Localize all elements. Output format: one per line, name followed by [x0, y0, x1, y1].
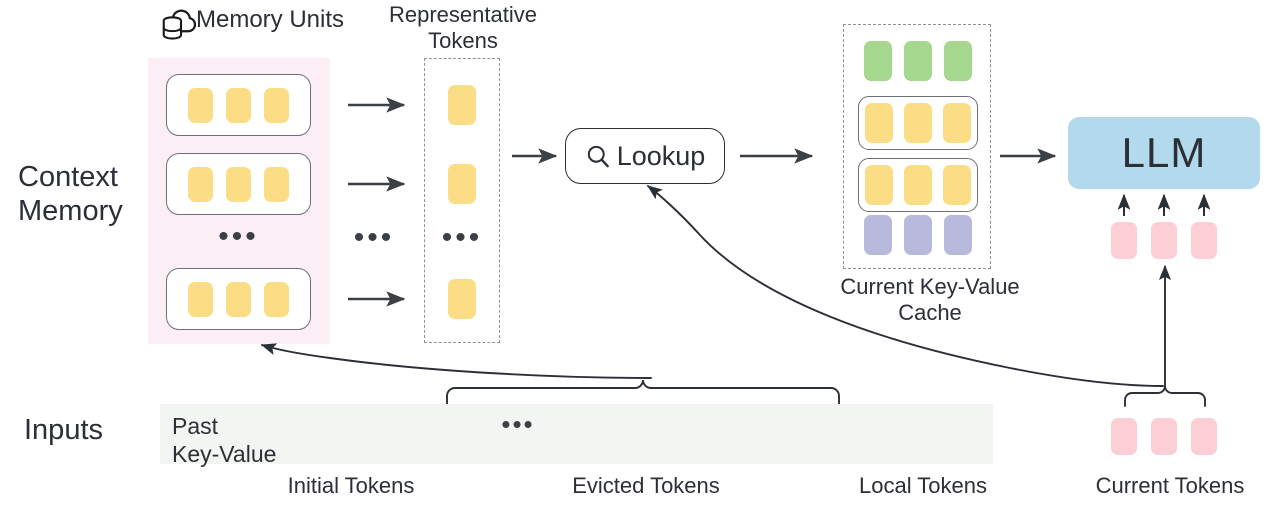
current-token — [1191, 418, 1217, 455]
current-token — [1111, 418, 1137, 455]
current-kv-cache-caption: Current Key-Value Cache — [840, 274, 1020, 325]
caption-local-tokens: Local Tokens — [858, 473, 987, 498]
llm-input-token — [1151, 222, 1177, 259]
token-yellow — [943, 103, 971, 143]
input-token-green — [284, 416, 307, 452]
input-token-green — [332, 416, 355, 452]
memory-unit-card[interactable] — [166, 74, 311, 136]
kv-cache-row-tokens — [859, 97, 977, 149]
input-token-green — [380, 416, 403, 452]
memory-unit-tokens — [167, 154, 310, 214]
representative-token — [448, 85, 476, 125]
memory-units-ellipsis: ••• — [218, 220, 259, 253]
caption-current-tokens: Current Tokens — [1095, 473, 1245, 498]
kv-cache-row-retrieved — [858, 158, 978, 212]
kv-cache-row-tokens — [859, 159, 977, 211]
token-yellow — [226, 281, 251, 317]
representative-tokens-header: Representative Tokens — [389, 2, 537, 53]
input-token-yellow — [594, 416, 617, 452]
inputs-strip — [160, 404, 993, 464]
input-token-yellow — [642, 416, 665, 452]
token-purple — [944, 215, 972, 255]
brace-evicted-tokens — [446, 379, 840, 405]
input-token-purple — [855, 416, 878, 452]
token-purple — [904, 215, 932, 255]
llm-label: LLM — [1121, 129, 1207, 176]
arrow-current-to-lookup — [647, 185, 1164, 387]
token-yellow — [904, 165, 932, 205]
current-token — [1151, 418, 1177, 455]
token-yellow — [188, 281, 213, 317]
memory-unit-card[interactable] — [166, 153, 311, 215]
representative-tokens-ellipsis: ••• — [441, 221, 483, 254]
input-token-yellow — [738, 416, 761, 452]
input-token-purple — [903, 416, 926, 452]
input-token-yellow — [690, 416, 713, 452]
memory-unit-tokens — [167, 269, 310, 329]
inputs-row-label: Inputs — [24, 414, 103, 446]
lookup-button[interactable]: Lookup — [565, 128, 725, 184]
memory-unit-tokens — [167, 75, 310, 135]
token-yellow — [264, 281, 289, 317]
current-kv-cache-box — [843, 24, 991, 269]
llm-input-token — [1111, 222, 1137, 259]
past-key-value-label: Past Key-Value — [172, 413, 277, 467]
lookup-label: Lookup — [616, 140, 706, 171]
token-yellow — [226, 166, 251, 202]
memory-unit-card[interactable] — [166, 268, 311, 330]
kv-cache-row-retrieved — [858, 96, 978, 150]
token-purple — [864, 215, 892, 255]
token-yellow — [943, 165, 971, 205]
token-green — [904, 41, 932, 81]
token-yellow — [865, 165, 893, 205]
cloud-database-icon — [162, 9, 197, 40]
representative-token — [448, 164, 476, 204]
brace-current-tokens — [1124, 385, 1206, 407]
token-green — [944, 41, 972, 81]
kv-cache-row-local — [864, 215, 972, 255]
token-yellow — [226, 87, 251, 123]
input-token-yellow — [450, 416, 473, 452]
token-yellow — [264, 87, 289, 123]
representative-token — [448, 279, 476, 319]
token-yellow — [264, 166, 289, 202]
input-token-yellow — [546, 416, 569, 452]
token-green — [864, 41, 892, 81]
llm-input-token — [1191, 222, 1217, 259]
search-icon — [587, 145, 609, 167]
kv-cache-row-initial — [864, 41, 972, 81]
arrows-ellipsis: ••• — [353, 221, 395, 254]
token-yellow — [865, 103, 893, 143]
input-token-purple — [951, 416, 974, 452]
token-yellow — [188, 166, 213, 202]
llm-block[interactable]: LLM — [1068, 117, 1260, 189]
token-yellow — [904, 103, 932, 143]
representative-tokens-box — [424, 58, 500, 343]
memory-units-header: Memory Units — [196, 6, 345, 33]
context-memory-row-label: Context Memory — [18, 161, 123, 228]
inputs-ellipsis: ••• — [501, 409, 535, 439]
token-yellow — [188, 87, 213, 123]
caption-evicted-tokens: Evicted Tokens — [572, 473, 720, 498]
caption-initial-tokens: Initial Tokens — [287, 473, 415, 498]
arrow-evicted-to-context-memory — [260, 343, 652, 379]
